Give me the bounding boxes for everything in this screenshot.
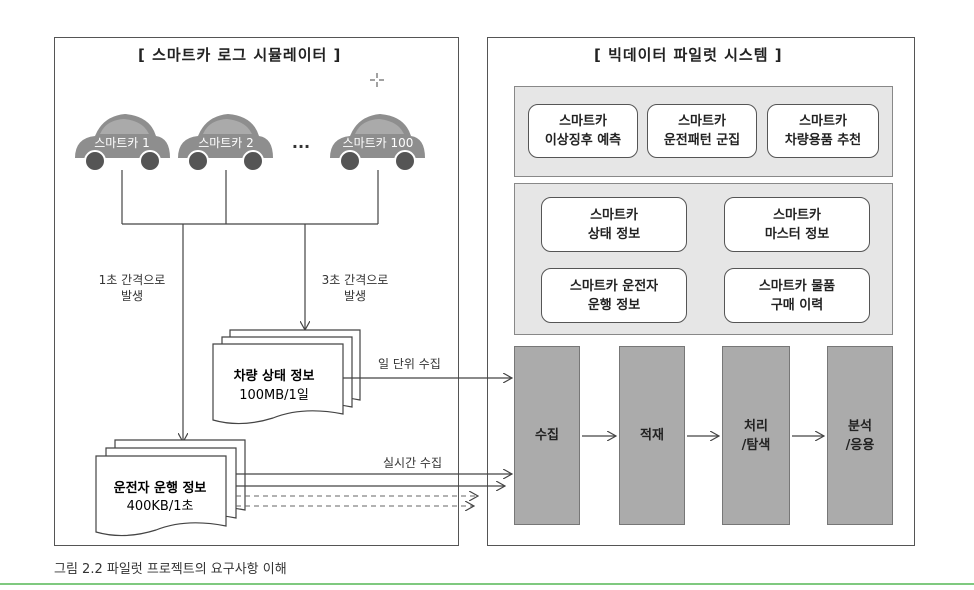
stage-collect: 수집 [514, 346, 580, 525]
car-icon [75, 114, 170, 172]
stage-analyze: 분석/응용 [827, 346, 893, 525]
car-2-label: 스마트카 2 [198, 136, 254, 150]
car-1-label: 스마트카 1 [94, 136, 150, 150]
vehicle-doc-size: 100MB/1일 [239, 388, 309, 403]
realtime-collect-label: 실시간 수집 [383, 456, 443, 470]
driver-operation-document [95, 439, 246, 537]
platform-title: [ 빅데이터 파일럿 시스템 ] [594, 46, 783, 64]
cursor-icon [370, 73, 384, 87]
driver-doc-title: 운전자 운행 정보 [114, 480, 207, 496]
ellipsis: ··· [292, 137, 310, 156]
stage-load: 적재 [619, 346, 685, 525]
divider [0, 583, 974, 585]
car-icon [330, 114, 425, 172]
car-100-label: 스마트카 100 [343, 136, 414, 150]
figure-caption: 그림 2.2 파일럿 프로젝트의 요구사항 이해 [54, 562, 287, 577]
driver-doc-size: 400KB/1초 [127, 499, 194, 514]
car-icon [178, 114, 273, 172]
vehicle-doc-title: 차량 상태 정보 [234, 368, 315, 384]
vehicle-status-document [212, 329, 361, 425]
simulator-title: [ 스마트카 로그 시뮬레이터 ] [138, 46, 342, 64]
daily-collect-label: 일 단위 수집 [378, 357, 441, 371]
car-connectors [121, 170, 379, 225]
stage-process: 처리/탐색 [722, 346, 790, 525]
